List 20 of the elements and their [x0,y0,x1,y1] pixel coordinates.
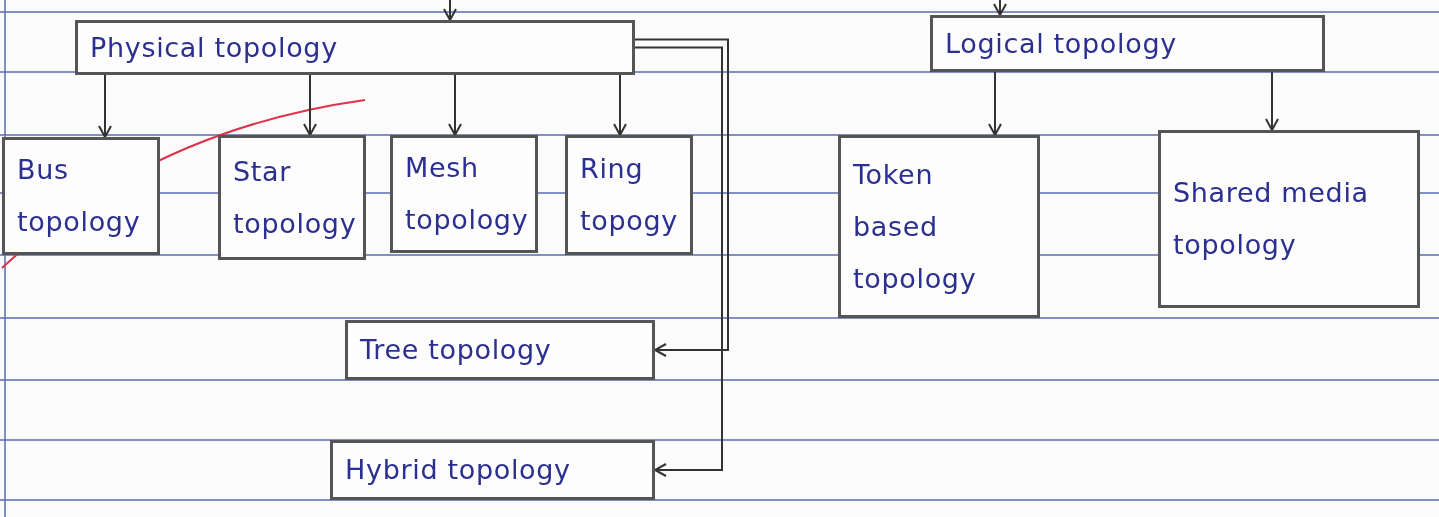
arrow [98,74,112,138]
arrow [443,0,457,21]
arrow [1265,71,1279,131]
arrow [988,71,1002,136]
topology-box: Token based topology [838,135,1040,318]
topology-box: Physical topology [75,20,635,75]
topology-box: Logical topology [930,15,1325,72]
arrow [993,0,1007,16]
arrow [634,38,729,357]
topology-box: Ring topogy [565,135,693,255]
topology-box: Shared media topology [1158,130,1420,308]
arrow [634,46,723,477]
arrow [613,74,627,136]
topology-box: Tree topology [345,320,655,380]
topology-box: Star topology [218,135,366,260]
arrow [303,74,317,136]
topology-box: Bus topology [2,137,160,255]
topology-box: Hybrid topology [330,440,655,500]
topology-box: Mesh topology [390,135,538,253]
arrow [448,74,462,136]
